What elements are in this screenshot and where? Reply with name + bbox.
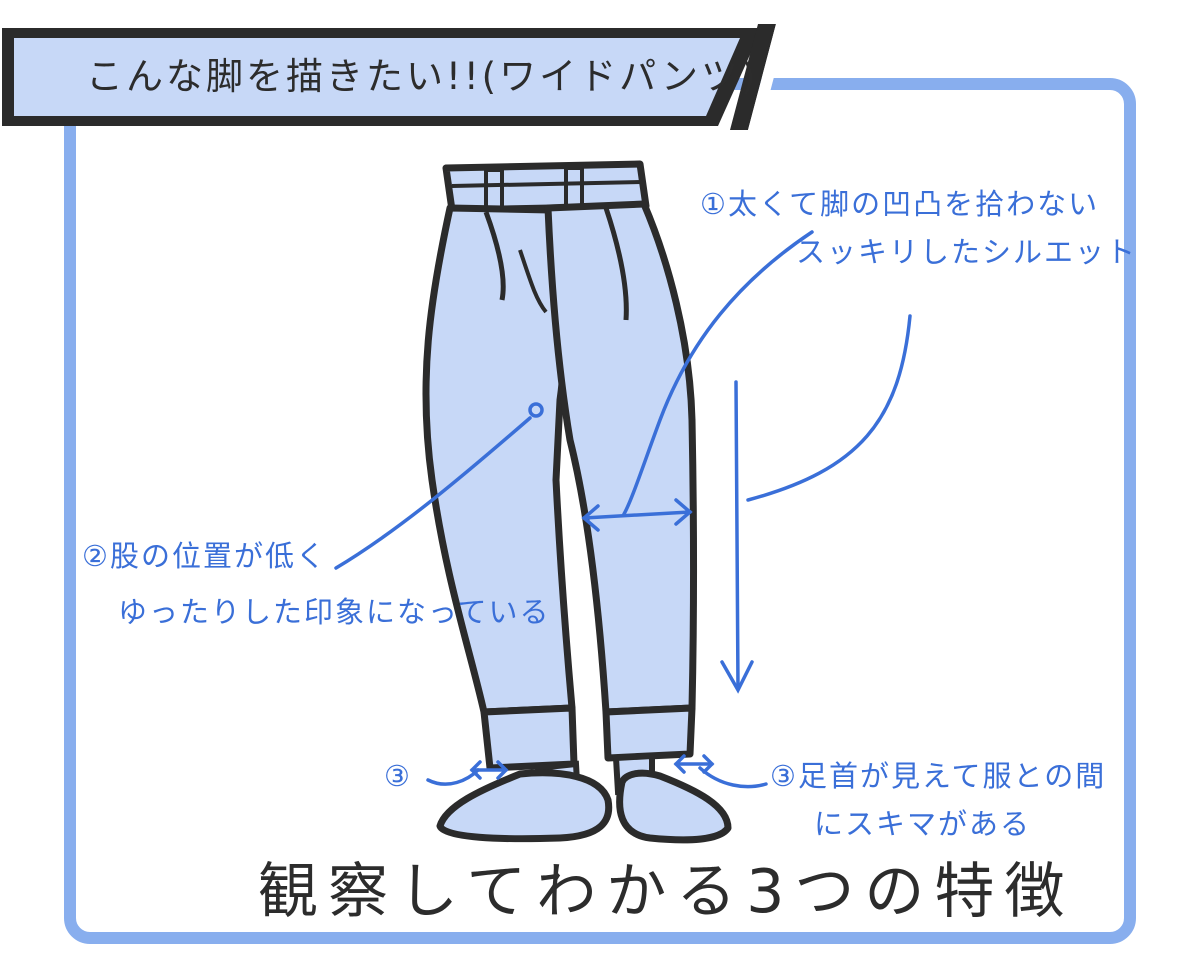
right-shoe — [616, 769, 732, 844]
note-1-line-2: スッキリしたシルエット — [796, 235, 1138, 269]
note-3-line-2: にスキマがある — [814, 807, 1032, 841]
right-leg — [544, 200, 697, 716]
banner-slash-marks — [730, 24, 788, 130]
left-shoe — [436, 769, 613, 843]
note-3-line-1: ③足首が見えて服との間 — [770, 759, 1107, 793]
left-cuff — [480, 704, 578, 772]
footer-caption: 観察してわかる3つの特徴 — [258, 857, 1075, 927]
note-3-marker-left: ③ — [384, 759, 412, 793]
page-title: こんな脚を描きたい!!(ワイドパンツ) — [86, 55, 759, 98]
title-banner — [2, 28, 762, 126]
note-2-line-1: ②股の位置が低く — [82, 539, 327, 573]
right-cuff — [602, 704, 696, 762]
note-1-line-1: ①太くて脚の凹凸を拾わない — [700, 187, 1100, 221]
note-2-line-2: ゆったりした印象になっている — [118, 595, 551, 629]
